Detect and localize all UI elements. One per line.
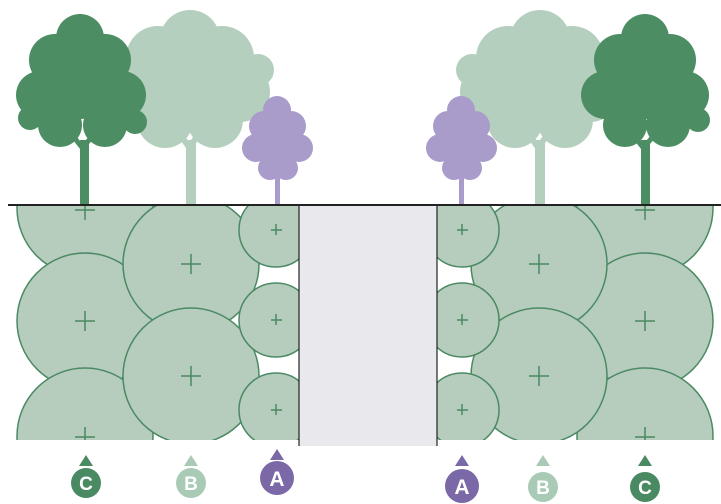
- plus-icon: [457, 224, 468, 235]
- left-tree-b: [104, 10, 274, 206]
- right-tree-a: [426, 96, 497, 206]
- plus-icon: [181, 366, 201, 386]
- plus-icon: [457, 404, 468, 415]
- marker-a-left: A: [260, 449, 294, 495]
- left-tree-c: [16, 14, 147, 206]
- right-tree-c: [581, 14, 710, 206]
- marker-label: B: [536, 478, 550, 499]
- root-zone-a: [238, 282, 299, 358]
- left-tree-a: [242, 96, 313, 206]
- arrow-up-icon: [79, 455, 93, 466]
- marker-label: C: [638, 478, 652, 499]
- marker-c-left: C: [71, 455, 101, 498]
- plus-icon: [529, 254, 549, 274]
- plus-icon: [271, 314, 282, 325]
- marker-b-right: B: [528, 455, 558, 502]
- root-zone-a: [238, 205, 299, 268]
- root-zone-c: [576, 367, 714, 440]
- plus-icon: [635, 311, 655, 331]
- arrow-up-icon: [455, 455, 469, 466]
- marker-c-right: C: [630, 455, 660, 502]
- plus-icon: [181, 254, 201, 274]
- plus-icon: [635, 427, 655, 440]
- root-zone-a: [437, 205, 500, 268]
- root-zone-c: [16, 367, 154, 440]
- plus-icon: [457, 314, 468, 325]
- root-zone-a: [238, 372, 299, 440]
- left-root-zones: [16, 205, 299, 440]
- arrow-up-icon: [184, 455, 198, 466]
- marker-label: C: [79, 474, 93, 495]
- plus-icon: [271, 224, 282, 235]
- marker-label: B: [184, 474, 198, 495]
- plus-icon: [75, 311, 95, 331]
- center-paved-zone: [299, 206, 437, 446]
- arrow-up-icon: [536, 455, 550, 466]
- plus-icon: [75, 206, 95, 220]
- marker-label: A: [269, 468, 284, 491]
- marker-b-left: B: [176, 455, 206, 498]
- arrow-up-icon: [270, 449, 284, 460]
- plus-icon: [529, 366, 549, 386]
- marker-label: A: [454, 476, 469, 499]
- right-root-zones: [437, 205, 714, 440]
- plus-icon: [75, 427, 95, 440]
- marker-a-right: A: [445, 455, 479, 503]
- root-zone-a: [437, 372, 500, 440]
- plus-icons: [75, 206, 655, 440]
- plus-icon: [635, 206, 655, 220]
- plus-icon: [271, 404, 282, 415]
- arrow-up-icon: [638, 455, 652, 466]
